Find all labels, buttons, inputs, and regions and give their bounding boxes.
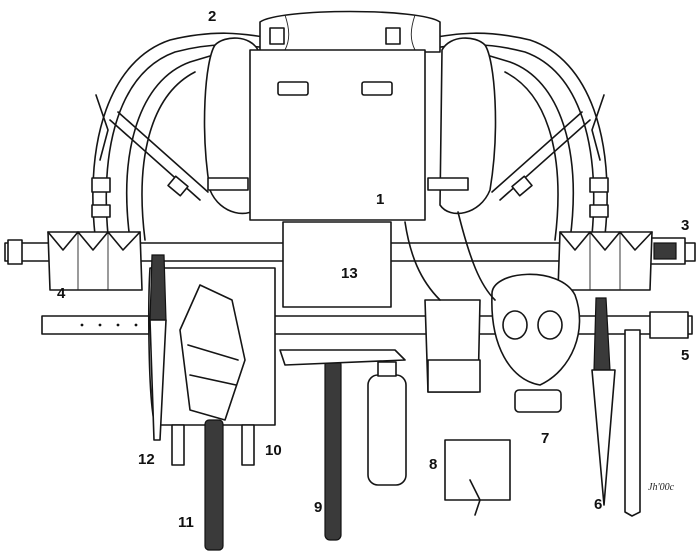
- cord: [457, 211, 496, 301]
- mess-kit: [424, 299, 481, 393]
- label-11: 11: [178, 514, 194, 531]
- label-1: 1: [376, 191, 384, 208]
- artist-signature: Jh'00c: [648, 482, 675, 493]
- buckle-icon: [511, 175, 533, 197]
- bread-bag: [282, 221, 392, 308]
- label-10: 10: [265, 442, 282, 459]
- entrenching-tool: [148, 267, 276, 551]
- cup-bag: [444, 439, 511, 516]
- canteen-icon: [367, 374, 407, 486]
- label-12: 12: [138, 451, 155, 468]
- canteen-pick: [279, 349, 407, 541]
- pick-handle-icon: [324, 359, 342, 541]
- strap-buckle-icon: [207, 177, 249, 191]
- buckle-icon: [589, 177, 609, 193]
- label-2: 2: [208, 8, 216, 25]
- assault-pack: [249, 49, 426, 221]
- ammo-pouches-left: [47, 231, 143, 291]
- tool-handle-icon: [204, 419, 224, 551]
- y-straps: [91, 32, 609, 241]
- label-3: 3: [681, 217, 689, 234]
- bayonet-scabbard: [149, 254, 167, 441]
- bayonet-right: [591, 297, 641, 517]
- label-9: 9: [314, 499, 322, 516]
- buckle-icon: [91, 204, 111, 218]
- label-4: 4: [57, 285, 66, 302]
- label-5: 5: [681, 347, 689, 364]
- buckle-icon: [589, 204, 609, 218]
- ammo-pouches-right: [557, 231, 653, 291]
- blanket-roll: [203, 10, 497, 215]
- strap-buckle-icon: [385, 27, 401, 45]
- filter-icon: [514, 389, 562, 413]
- strap-buckle-icon: [427, 177, 469, 191]
- gas-mask: [491, 273, 581, 413]
- label-13: 13: [341, 265, 358, 282]
- label-7: 7: [541, 430, 549, 447]
- belt-buckle-icon: [649, 311, 689, 339]
- buckle-icon: [167, 175, 189, 197]
- buckle-icon: [91, 177, 111, 193]
- strap-buckle-icon: [269, 27, 285, 45]
- cord: [404, 221, 441, 301]
- label-6: 6: [594, 496, 602, 513]
- label-8: 8: [429, 456, 437, 473]
